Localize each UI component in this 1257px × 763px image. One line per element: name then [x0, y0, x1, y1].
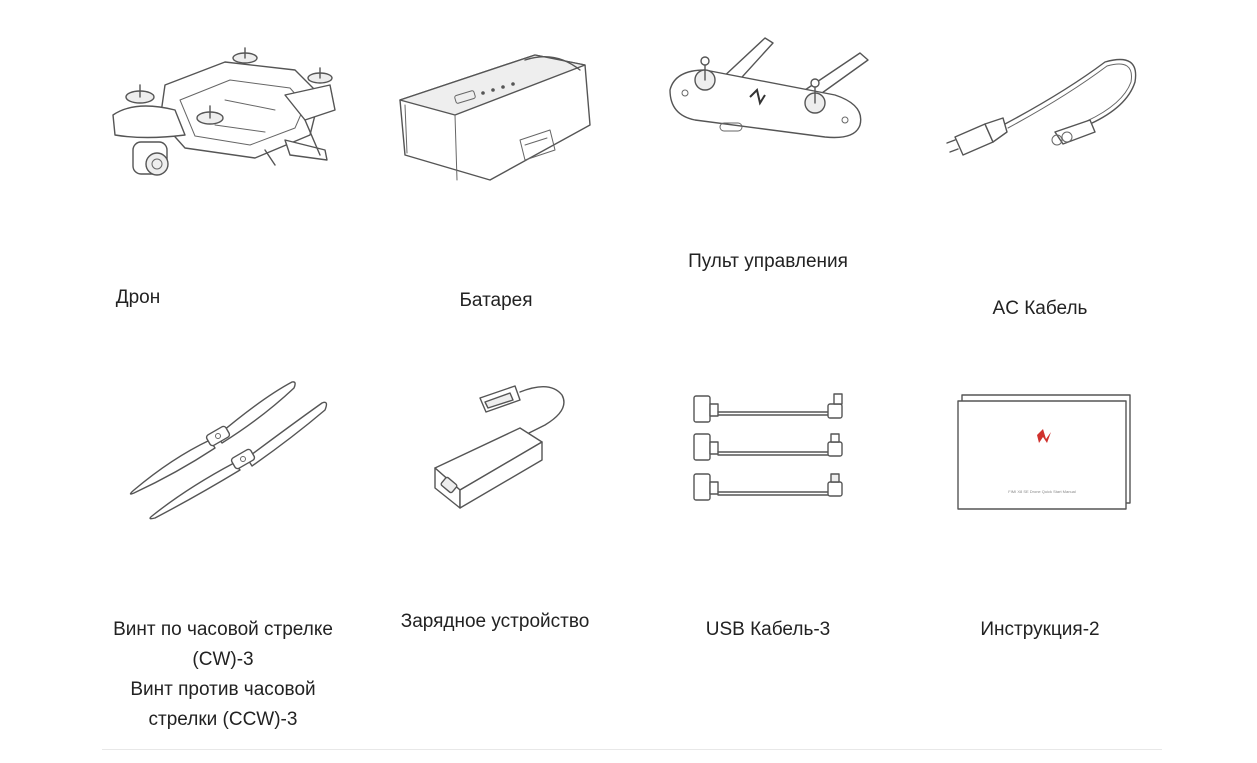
manual-image: FIMI X8 SE Drone Quick Start Manual — [956, 393, 1132, 511]
propeller-icon — [129, 381, 328, 520]
manual-cover-text: FIMI X8 SE Drone Quick Start Manual — [1008, 489, 1076, 494]
ac-cable-caption: AC Кабель — [992, 298, 1088, 319]
ac-cable-image — [945, 52, 1145, 162]
propeller-caption: Винт по часовой стрелке (CW)-3 Винт прот… — [113, 619, 333, 730]
bottom-divider — [102, 749, 1162, 750]
drone-image — [105, 40, 345, 190]
usb-cable-image — [690, 390, 850, 510]
charger-image — [430, 380, 570, 510]
propeller-image — [122, 378, 332, 523]
remote-controller-icon — [669, 37, 869, 139]
manual-caption: Инструкция-2 — [980, 619, 1100, 640]
battery-image — [395, 45, 595, 185]
usb-cable-icon — [693, 393, 843, 501]
battery-caption: Батарея — [459, 290, 533, 311]
charger-icon — [434, 385, 565, 509]
charger-caption: Зарядное устройство — [400, 611, 590, 632]
drone-caption: Дрон — [115, 287, 161, 308]
remote-caption: Пульт управления — [688, 251, 848, 272]
remote-image — [665, 35, 875, 145]
battery-icon — [399, 54, 591, 181]
usb-cable-caption: USB Кабель-3 — [705, 619, 831, 640]
drone-icon — [112, 47, 336, 176]
manual-icon — [957, 394, 1131, 510]
ac-cable-icon — [946, 58, 1137, 156]
